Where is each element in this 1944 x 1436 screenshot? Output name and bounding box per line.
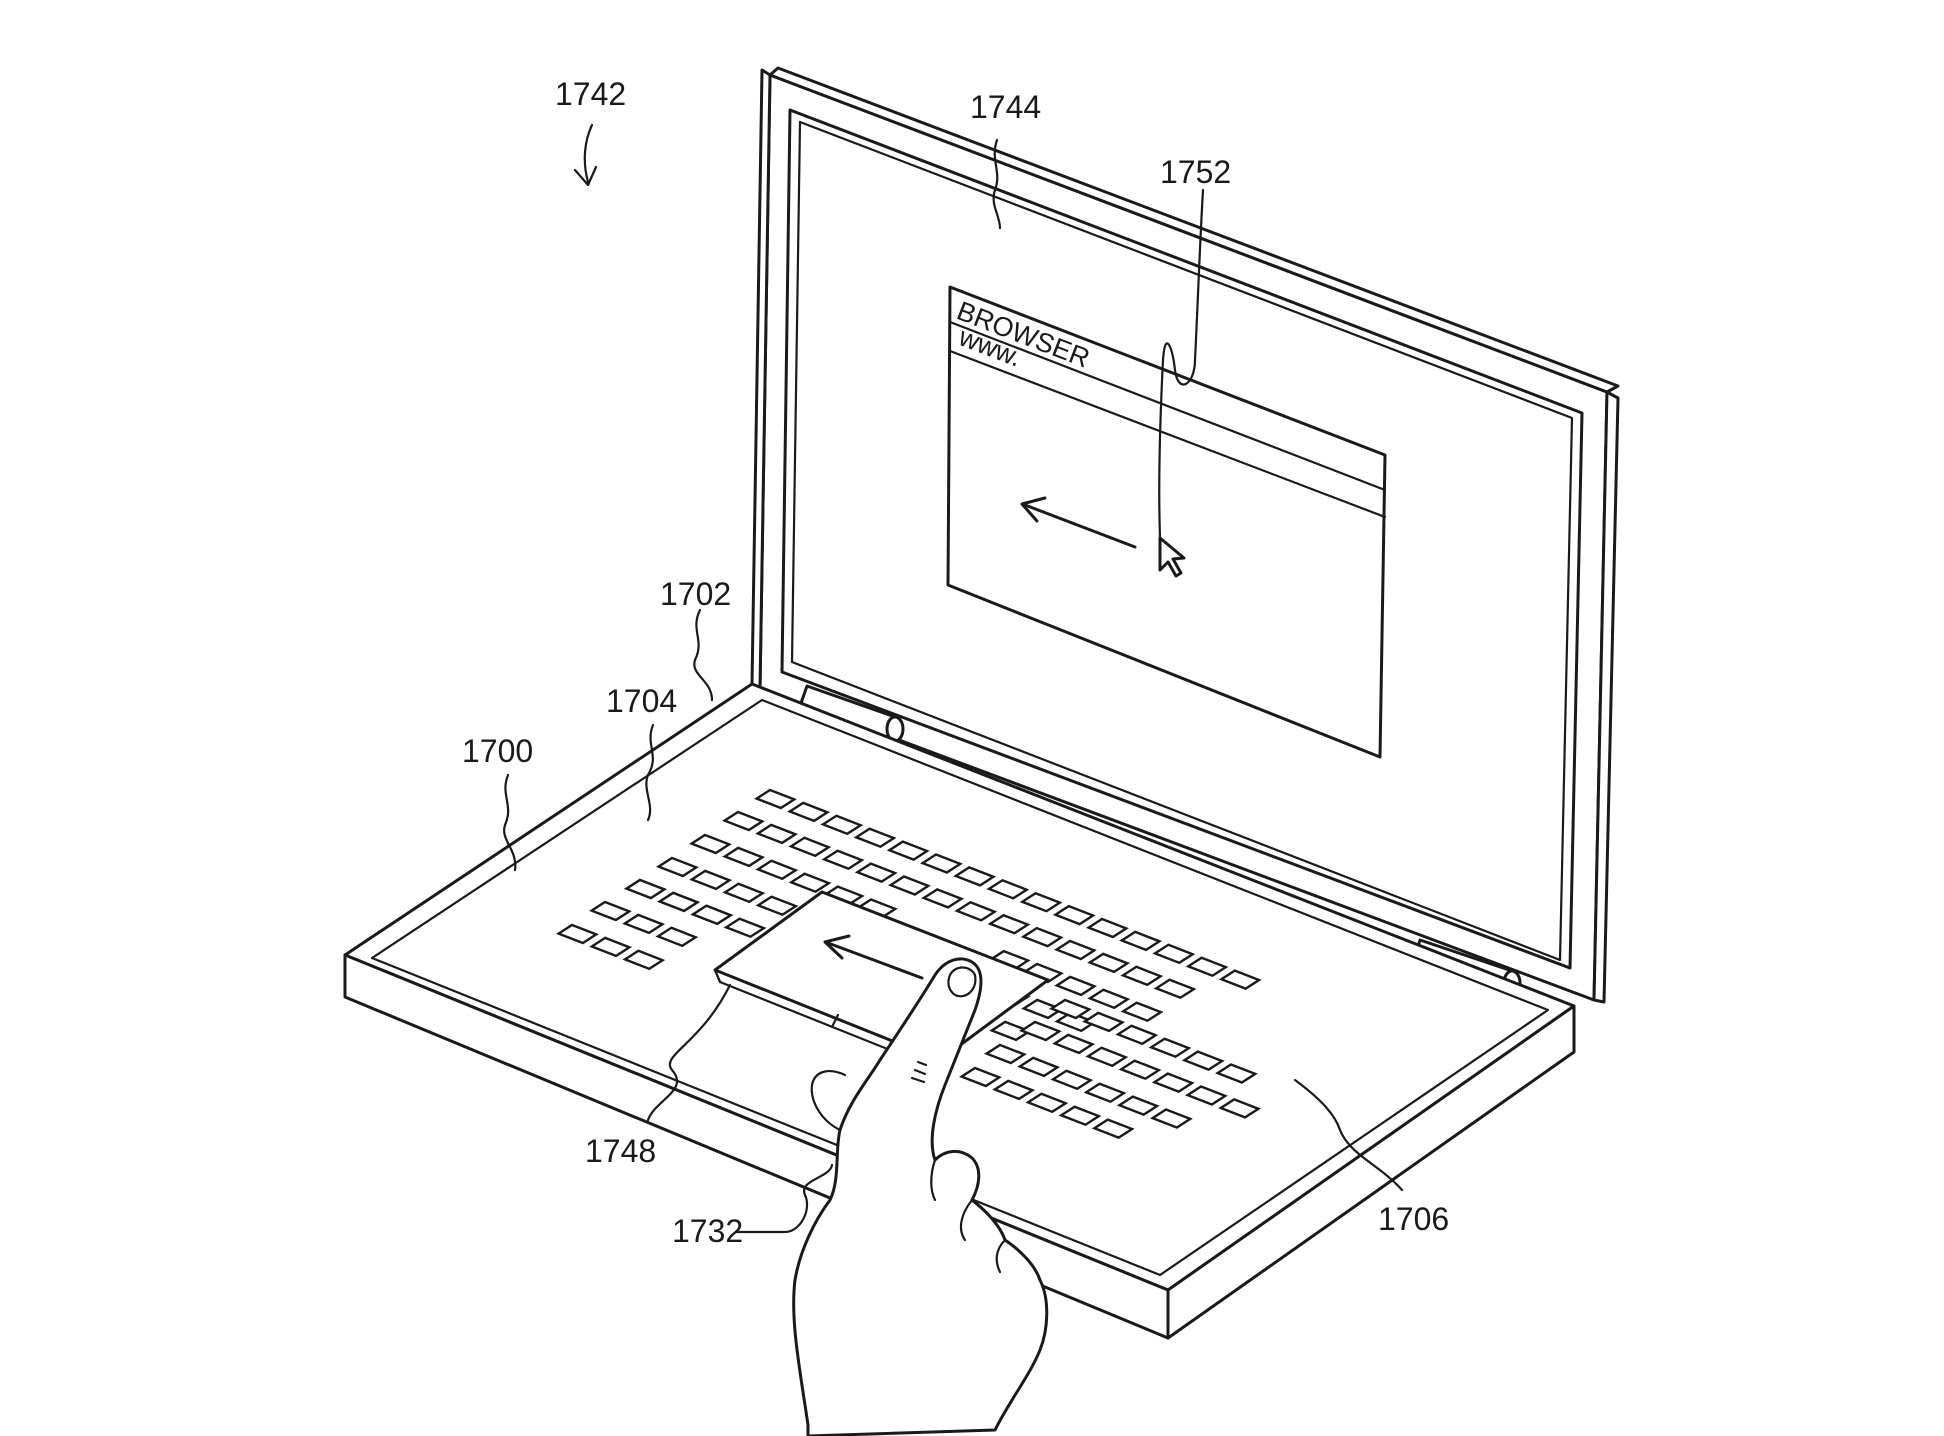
keyboard-key	[1053, 939, 1097, 961]
keyboard-key	[954, 900, 998, 922]
keyboard-key	[1083, 1082, 1127, 1104]
cursor-icon	[1158, 536, 1186, 578]
keyboard-key	[755, 823, 799, 845]
ref-label-1742: 1742	[555, 76, 626, 112]
keyboard-key	[1085, 917, 1129, 939]
ref-label-1752: 1752	[1160, 154, 1231, 190]
keyboard-key	[1151, 1072, 1195, 1093]
ref-label-1732: 1732	[672, 1213, 743, 1249]
keyboard-key	[1085, 1046, 1129, 1068]
keyboard-key	[1052, 1033, 1096, 1055]
keyboard-key	[622, 913, 666, 935]
keyboard-key	[722, 882, 766, 904]
keyboard-key	[555, 923, 599, 945]
keyboard-key	[992, 1079, 1036, 1101]
keyboard-key	[1120, 965, 1164, 987]
keyboard-key	[1087, 952, 1131, 974]
keyboard-key	[753, 788, 797, 810]
screen-motion-arrow	[1020, 496, 1137, 549]
ref-label-1702: 1702	[660, 576, 731, 612]
trackpad-motion-arrow	[823, 934, 924, 980]
keyboard-key	[1218, 1098, 1262, 1119]
ref-label-1706: 1706	[1378, 1201, 1449, 1237]
keyboard-key	[688, 833, 732, 855]
keyboard-key	[1115, 1024, 1159, 1046]
keyboard-key	[723, 917, 767, 939]
keyboard-key	[821, 849, 865, 871]
keyboard-key	[1020, 926, 1064, 948]
keyboard-key	[1153, 978, 1197, 1000]
keyboard-key	[1149, 1108, 1193, 1129]
keyboard-key	[1118, 1059, 1162, 1081]
keyboard-key	[1019, 891, 1063, 913]
keyboard-key	[958, 1066, 1002, 1088]
keyboard-key	[820, 814, 864, 836]
keyboard-key	[1017, 1056, 1061, 1078]
keyboard-key	[1018, 1020, 1062, 1042]
keyboard-key	[721, 810, 765, 832]
keyboard-key	[588, 900, 632, 922]
keyboard-key	[655, 856, 699, 878]
keyboard-key	[1050, 1069, 1094, 1091]
ref-label-1748: 1748	[585, 1133, 656, 1169]
keyboard-key	[1082, 1011, 1126, 1033]
keyboard-key	[788, 872, 832, 894]
keyboard-key	[854, 862, 898, 883]
hinge-left	[798, 684, 905, 743]
ref-label-1744: 1744	[970, 89, 1041, 125]
keyboard-key	[689, 869, 733, 891]
ref-label-1704: 1704	[606, 683, 677, 719]
keyboard-key	[919, 853, 963, 874]
keyboard-key	[589, 936, 633, 958]
keyboard-key	[1058, 1105, 1102, 1127]
keyboard-key	[921, 888, 965, 909]
keyboard-key	[1185, 956, 1229, 978]
keyboard-key	[1025, 1092, 1069, 1114]
leader-lines	[503, 123, 1404, 1234]
keyboard-key	[886, 840, 930, 861]
keyboard-key	[986, 878, 1030, 900]
keyboard-key	[1054, 975, 1098, 997]
keyboard-key	[788, 836, 832, 858]
keyboard-key	[622, 949, 666, 971]
keyboard-key	[1048, 998, 1092, 1020]
keyboard-key	[722, 846, 766, 868]
reference-labels: 1742 1744 1752 1702 1704 1700 1748 1732 …	[462, 76, 1449, 1249]
keyboard-key	[1116, 1095, 1160, 1116]
keyboard-key	[1087, 988, 1131, 1010]
keyboard-key	[1218, 969, 1262, 990]
keyboard-key	[657, 891, 701, 913]
keyboard-key	[755, 859, 799, 881]
keyboard-key	[1120, 1001, 1164, 1023]
keyboard-key	[655, 926, 699, 948]
keyboard-key	[1148, 1037, 1192, 1059]
keyboard-key	[1152, 943, 1196, 965]
keyboard-key	[755, 895, 799, 917]
keyboard-key	[1181, 1050, 1225, 1071]
keyboard-key	[1214, 1063, 1258, 1084]
keyboard-key	[887, 875, 931, 896]
keyboard-key	[987, 913, 1031, 935]
keyboard-key	[1052, 904, 1096, 926]
keyboard-key	[1119, 930, 1163, 952]
keyboard-key	[853, 827, 897, 849]
keyboard-key	[953, 866, 997, 887]
keyboard-key	[983, 1043, 1027, 1065]
keyboard-key	[989, 1020, 1033, 1042]
keyboard-key	[690, 904, 734, 926]
ref-label-1700: 1700	[462, 733, 533, 769]
keyboard-key	[787, 801, 831, 823]
hand-finger	[792, 957, 1049, 1436]
keyboard-key	[1091, 1118, 1135, 1139]
display-screen	[790, 120, 1574, 962]
keyboard-key	[1020, 962, 1064, 984]
keyboard-key	[1184, 1085, 1228, 1106]
keyboard-key	[623, 878, 667, 900]
figure-ref-arrow	[573, 123, 598, 187]
